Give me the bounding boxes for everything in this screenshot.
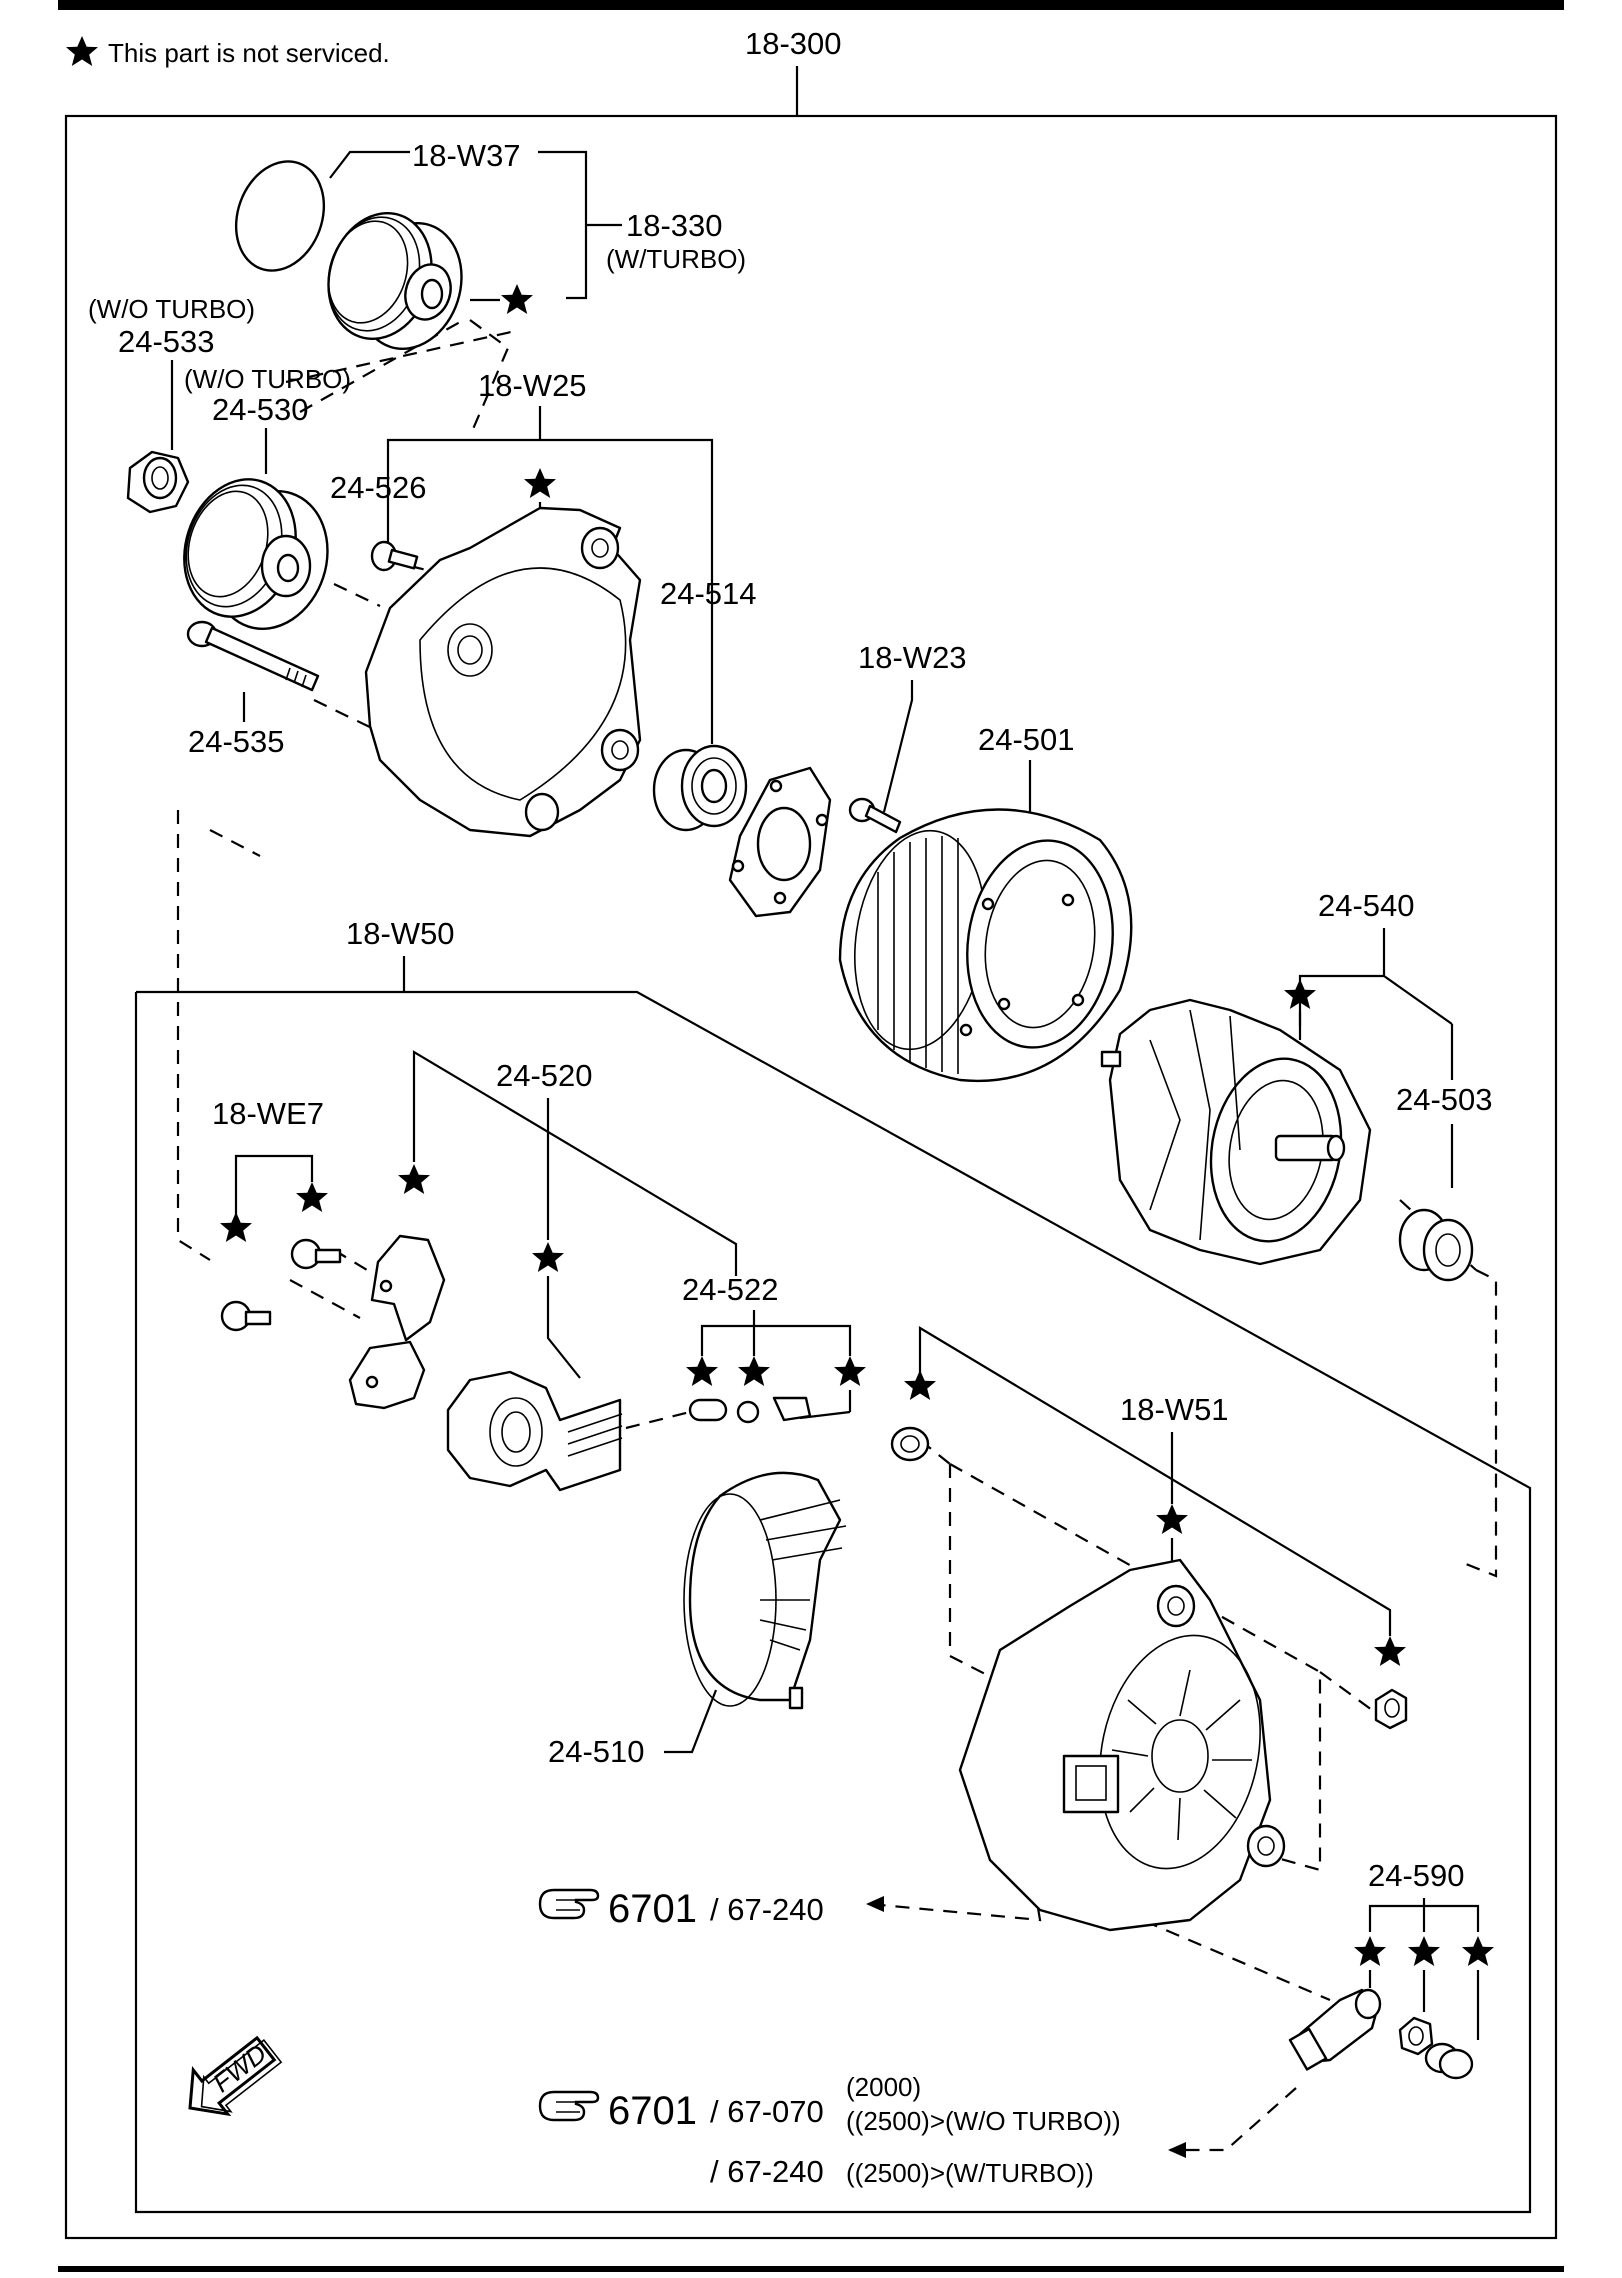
star-icon <box>220 1212 252 1242</box>
bushing-part <box>890 1426 930 1462</box>
label-18-W23: 18-W23 <box>858 640 967 675</box>
pulley-w-turbo-part <box>327 212 463 350</box>
label-24-533-note: (W/O TURBO) <box>88 294 255 324</box>
star-icon <box>1374 1636 1406 1666</box>
star-icon <box>834 1356 866 1386</box>
ref2-note-bottom: ((2500)>(W/O TURBO)) <box>846 2106 1121 2136</box>
star-icon <box>1354 1936 1386 1966</box>
label-24-501: 24-501 <box>978 722 1075 757</box>
label-24-530: 24-530 <box>212 392 309 427</box>
inner-frame <box>134 990 1532 2214</box>
star-icon <box>1462 1936 1494 1966</box>
rotor-part <box>1100 998 1372 1266</box>
label-18-330: 18-330 <box>626 208 723 243</box>
ref1-sub[interactable]: / 67-240 <box>710 1892 824 1927</box>
o-ring-part <box>234 160 326 272</box>
label-18-W50: 18-W50 <box>346 916 455 951</box>
star-icon <box>398 1164 430 1194</box>
fwd-arrow-icon: FWD <box>188 2035 283 2117</box>
star-icon <box>296 1182 328 1212</box>
outer-frame <box>64 114 1558 2240</box>
bolt-24-526-part <box>370 540 419 572</box>
terminal-cap-part <box>1424 2042 1474 2080</box>
label-18-W51: 18-W51 <box>1120 1392 1229 1427</box>
pulley-wo-turbo-part <box>183 478 329 630</box>
ref3-sub[interactable]: / 67-240 <box>710 2154 824 2189</box>
ref2-sub[interactable]: / 67-070 <box>710 2094 824 2129</box>
nut-part <box>126 450 190 514</box>
star-icon <box>524 468 556 498</box>
label-24-514: 24-514 <box>660 576 757 611</box>
label-24-540: 24-540 <box>1318 888 1415 923</box>
ref2-note-top: (2000) <box>846 2072 921 2102</box>
stator-part <box>838 808 1133 1083</box>
label-24-503: 24-503 <box>1396 1082 1493 1117</box>
front-housing-part <box>364 506 642 838</box>
reference-67-070[interactable]: 6701 / 67-070 (2000) ((2500)>(W/O TURBO)… <box>538 2072 1121 2136</box>
label-24-510: 24-510 <box>548 1734 645 1769</box>
label-18-330-note: (W/TURBO) <box>606 244 746 274</box>
label-24-520: 24-520 <box>496 1058 593 1093</box>
star-icon <box>738 1356 770 1386</box>
screw-part <box>848 797 902 834</box>
label-24-522: 24-522 <box>682 1272 779 1307</box>
rear-nut-part <box>1374 1688 1408 1730</box>
retainer-plate-part <box>728 766 832 918</box>
star-icon <box>1156 1504 1188 1534</box>
terminal-plate-part <box>348 1234 446 1410</box>
reference-67-240-bottom[interactable]: / 67-240 ((2500)>(W/TURBO)) <box>710 2154 1094 2189</box>
star-icon <box>66 36 98 66</box>
through-bolt-part <box>186 620 320 692</box>
star-icon <box>1408 1936 1440 1966</box>
pointing-hand-icon <box>538 2090 600 2122</box>
bearing-part <box>652 744 748 832</box>
ref3-note: ((2500)>(W/TURBO)) <box>846 2158 1094 2188</box>
label-18-WE7: 18-WE7 <box>212 1096 324 1131</box>
label-24-590: 24-590 <box>1368 1858 1465 1893</box>
label-24-530-note: (W/O TURBO) <box>184 364 351 394</box>
star-icon <box>904 1370 936 1400</box>
label-18-W25: 18-W25 <box>478 368 587 403</box>
assembly-label: 18-300 <box>745 26 842 61</box>
reference-67-240-top[interactable]: 6701 / 67-240 <box>538 1887 824 1931</box>
label-24-535: 24-535 <box>188 724 285 759</box>
ref1-page[interactable]: 6701 <box>608 1887 697 1931</box>
terminal-nut-part <box>1398 2016 1434 2056</box>
ref2-page[interactable]: 6701 <box>608 2089 697 2133</box>
regulator-part <box>446 1370 623 1492</box>
rear-bearing-part <box>1398 1208 1474 1282</box>
pointing-hand-icon <box>538 1888 600 1920</box>
rectifier-part <box>683 1471 847 1710</box>
label-24-533: 24-533 <box>118 324 215 359</box>
star-icon <box>532 1242 564 1272</box>
top-rule <box>58 0 1564 10</box>
brush-set-part <box>688 1396 812 1424</box>
label-24-526: 24-526 <box>330 470 427 505</box>
terminal-bolt-part <box>1288 1988 1382 2071</box>
star-icon <box>686 1356 718 1386</box>
label-18-W37: 18-W37 <box>412 138 521 173</box>
screw-we7-part <box>220 1238 342 1332</box>
rear-housing-part <box>958 1558 1286 1932</box>
not-serviced-note: This part is not serviced. <box>108 38 390 68</box>
bottom-rule <box>58 2266 1564 2272</box>
star-icon <box>501 284 533 314</box>
